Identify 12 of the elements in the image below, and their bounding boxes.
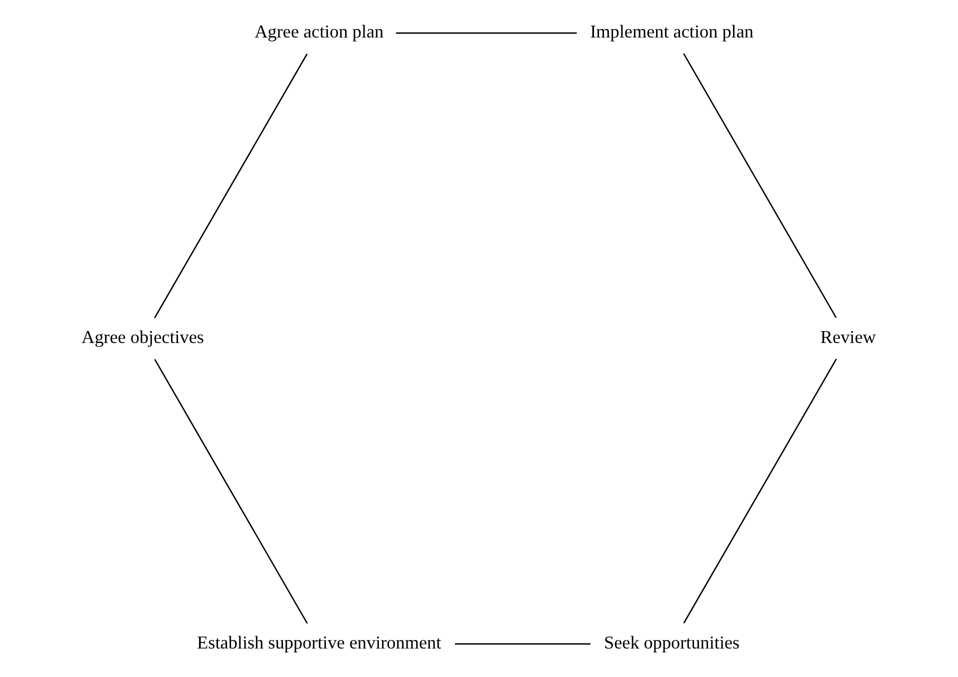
- node-text: Review: [820, 326, 876, 347]
- node-text: Seek opportunities: [604, 632, 740, 652]
- connector: [396, 32, 577, 34]
- connector: [154, 359, 308, 624]
- connector: [154, 54, 308, 318]
- connector: [683, 53, 837, 318]
- connector: [455, 643, 590, 645]
- node-text: Agree action plan: [254, 21, 384, 42]
- node-text: Agree objectives: [81, 326, 204, 347]
- node-text: Establish supportive environment: [197, 632, 442, 652]
- node-text: Implement action plan: [590, 21, 754, 42]
- connector: [683, 358, 837, 624]
